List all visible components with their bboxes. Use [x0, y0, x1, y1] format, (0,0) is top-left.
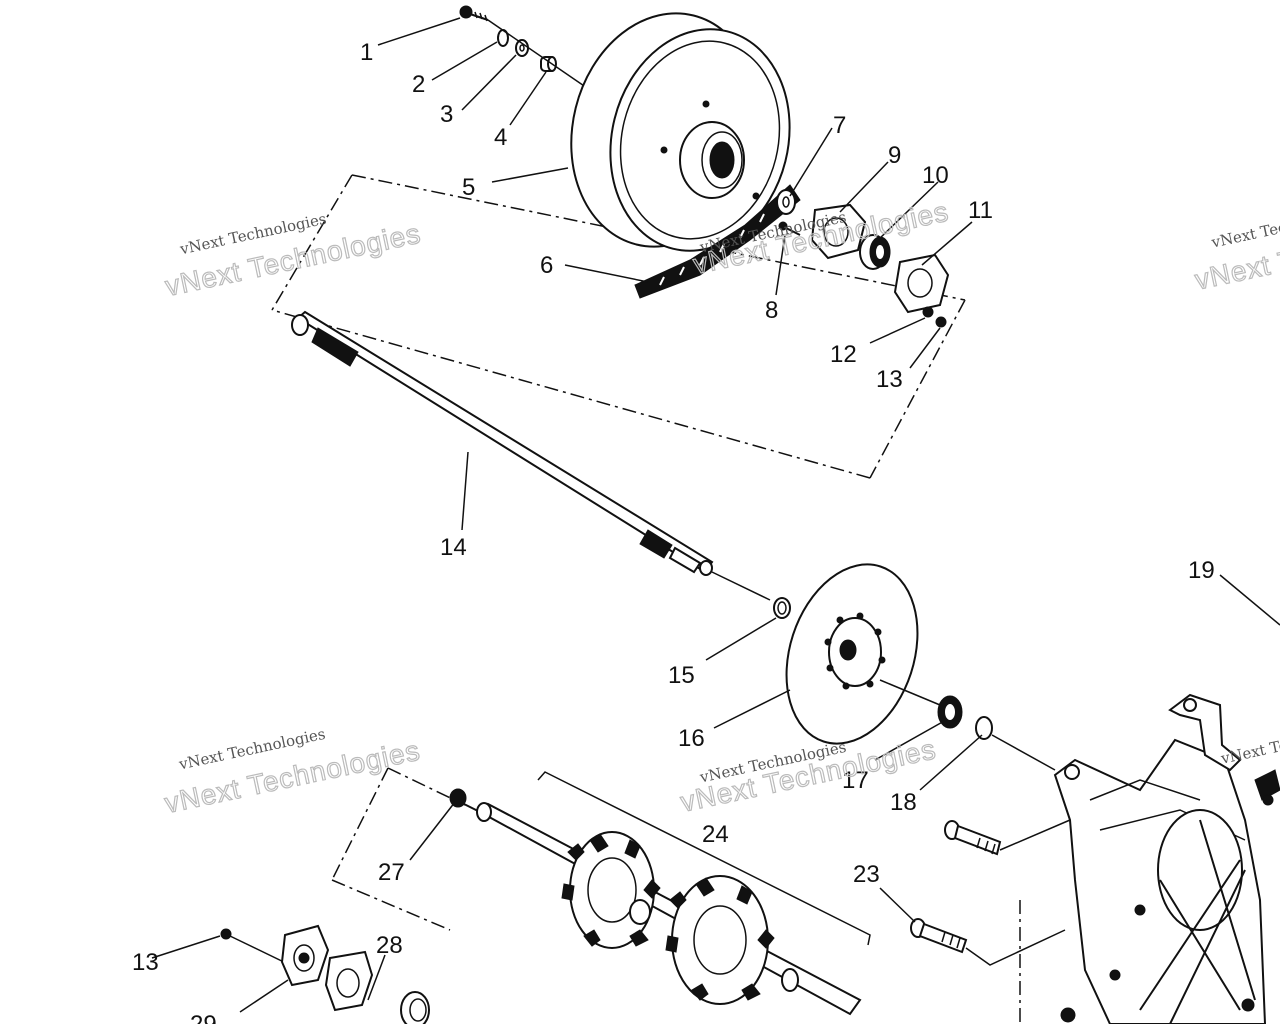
- callout-17: 17: [842, 767, 869, 794]
- bolt-part-1: [459, 5, 489, 22]
- watermark-6: vNext Technologies: [1219, 719, 1280, 768]
- callout-3: 3: [440, 101, 453, 128]
- chaincase-part-19: [1053, 693, 1280, 1024]
- callout-19: 19: [1188, 557, 1215, 584]
- callout-6: 6: [540, 252, 553, 279]
- callout-27: 27: [378, 859, 405, 886]
- callout-7: 7: [833, 112, 846, 139]
- bearing-part-17: [937, 695, 963, 729]
- flange-part-28: [324, 950, 374, 1012]
- callout-13: 13: [876, 366, 903, 393]
- callout-14: 14: [440, 534, 467, 561]
- sprocket-left: [561, 831, 661, 949]
- callout-18: 18: [890, 789, 917, 816]
- drive-shaft-sprockets-part-24: [476, 802, 862, 1016]
- pulley-part-5: [570, 12, 791, 252]
- washer-part-3: [515, 39, 529, 57]
- callout-24: 24: [702, 821, 729, 848]
- callout-5: 5: [462, 174, 475, 201]
- callout-2: 2: [412, 71, 425, 98]
- callout-10: 10: [922, 162, 949, 189]
- callout-4: 4: [494, 124, 507, 151]
- bearing-lower: [400, 991, 430, 1024]
- chain-part-6: [634, 184, 801, 299]
- brake-disc-part-16: [785, 563, 919, 745]
- callout-11: 11: [968, 197, 993, 224]
- watermark-3: vNext Technologies vNext Technologies: [161, 725, 423, 820]
- callout-1: 1: [360, 39, 373, 66]
- nut-lower-13: [220, 928, 232, 940]
- sprocket-right: [665, 875, 775, 1005]
- watermark-5: vNext Technologies vNext Technologies: [1192, 203, 1280, 296]
- lower-assembly-boundary: [331, 767, 466, 931]
- bolt-upper: [944, 820, 1002, 856]
- sprocket-group-bracket: [537, 771, 871, 946]
- bolt-part-23: [910, 918, 968, 954]
- callout-12: 12: [830, 341, 857, 368]
- callout-15: 15: [668, 662, 695, 689]
- callout-16: 16: [678, 725, 705, 752]
- ring-part-15: [773, 597, 791, 619]
- plug-part-27: [449, 788, 481, 813]
- svg-text:vNext Technologies: vNext Technologies: [1209, 203, 1280, 252]
- shaft-part-14: [291, 310, 714, 576]
- nut-part-13: [935, 316, 947, 328]
- leader-lines: [151, 17, 1280, 1013]
- callout-23: 23: [853, 861, 880, 888]
- callout-29: 29: [190, 1011, 217, 1024]
- bearing-part-10: [859, 234, 891, 270]
- callout-8: 8: [765, 297, 778, 324]
- nut-part-12: [922, 306, 934, 318]
- flange-lower: [280, 924, 330, 987]
- flange-part-9: [810, 203, 867, 260]
- watermark-1: vNext Technologies vNext Technologies: [162, 210, 424, 303]
- flange-part-11: [893, 253, 950, 314]
- ring-part-18: [975, 716, 993, 740]
- svg-text:vNext Technologies: vNext Technologies: [1219, 719, 1280, 768]
- callout-13-lower: 13: [132, 949, 159, 976]
- callout-28: 28: [376, 932, 403, 959]
- callout-9: 9: [888, 142, 901, 169]
- spacer-part-4: [540, 56, 557, 72]
- screw-part-8: [778, 221, 801, 236]
